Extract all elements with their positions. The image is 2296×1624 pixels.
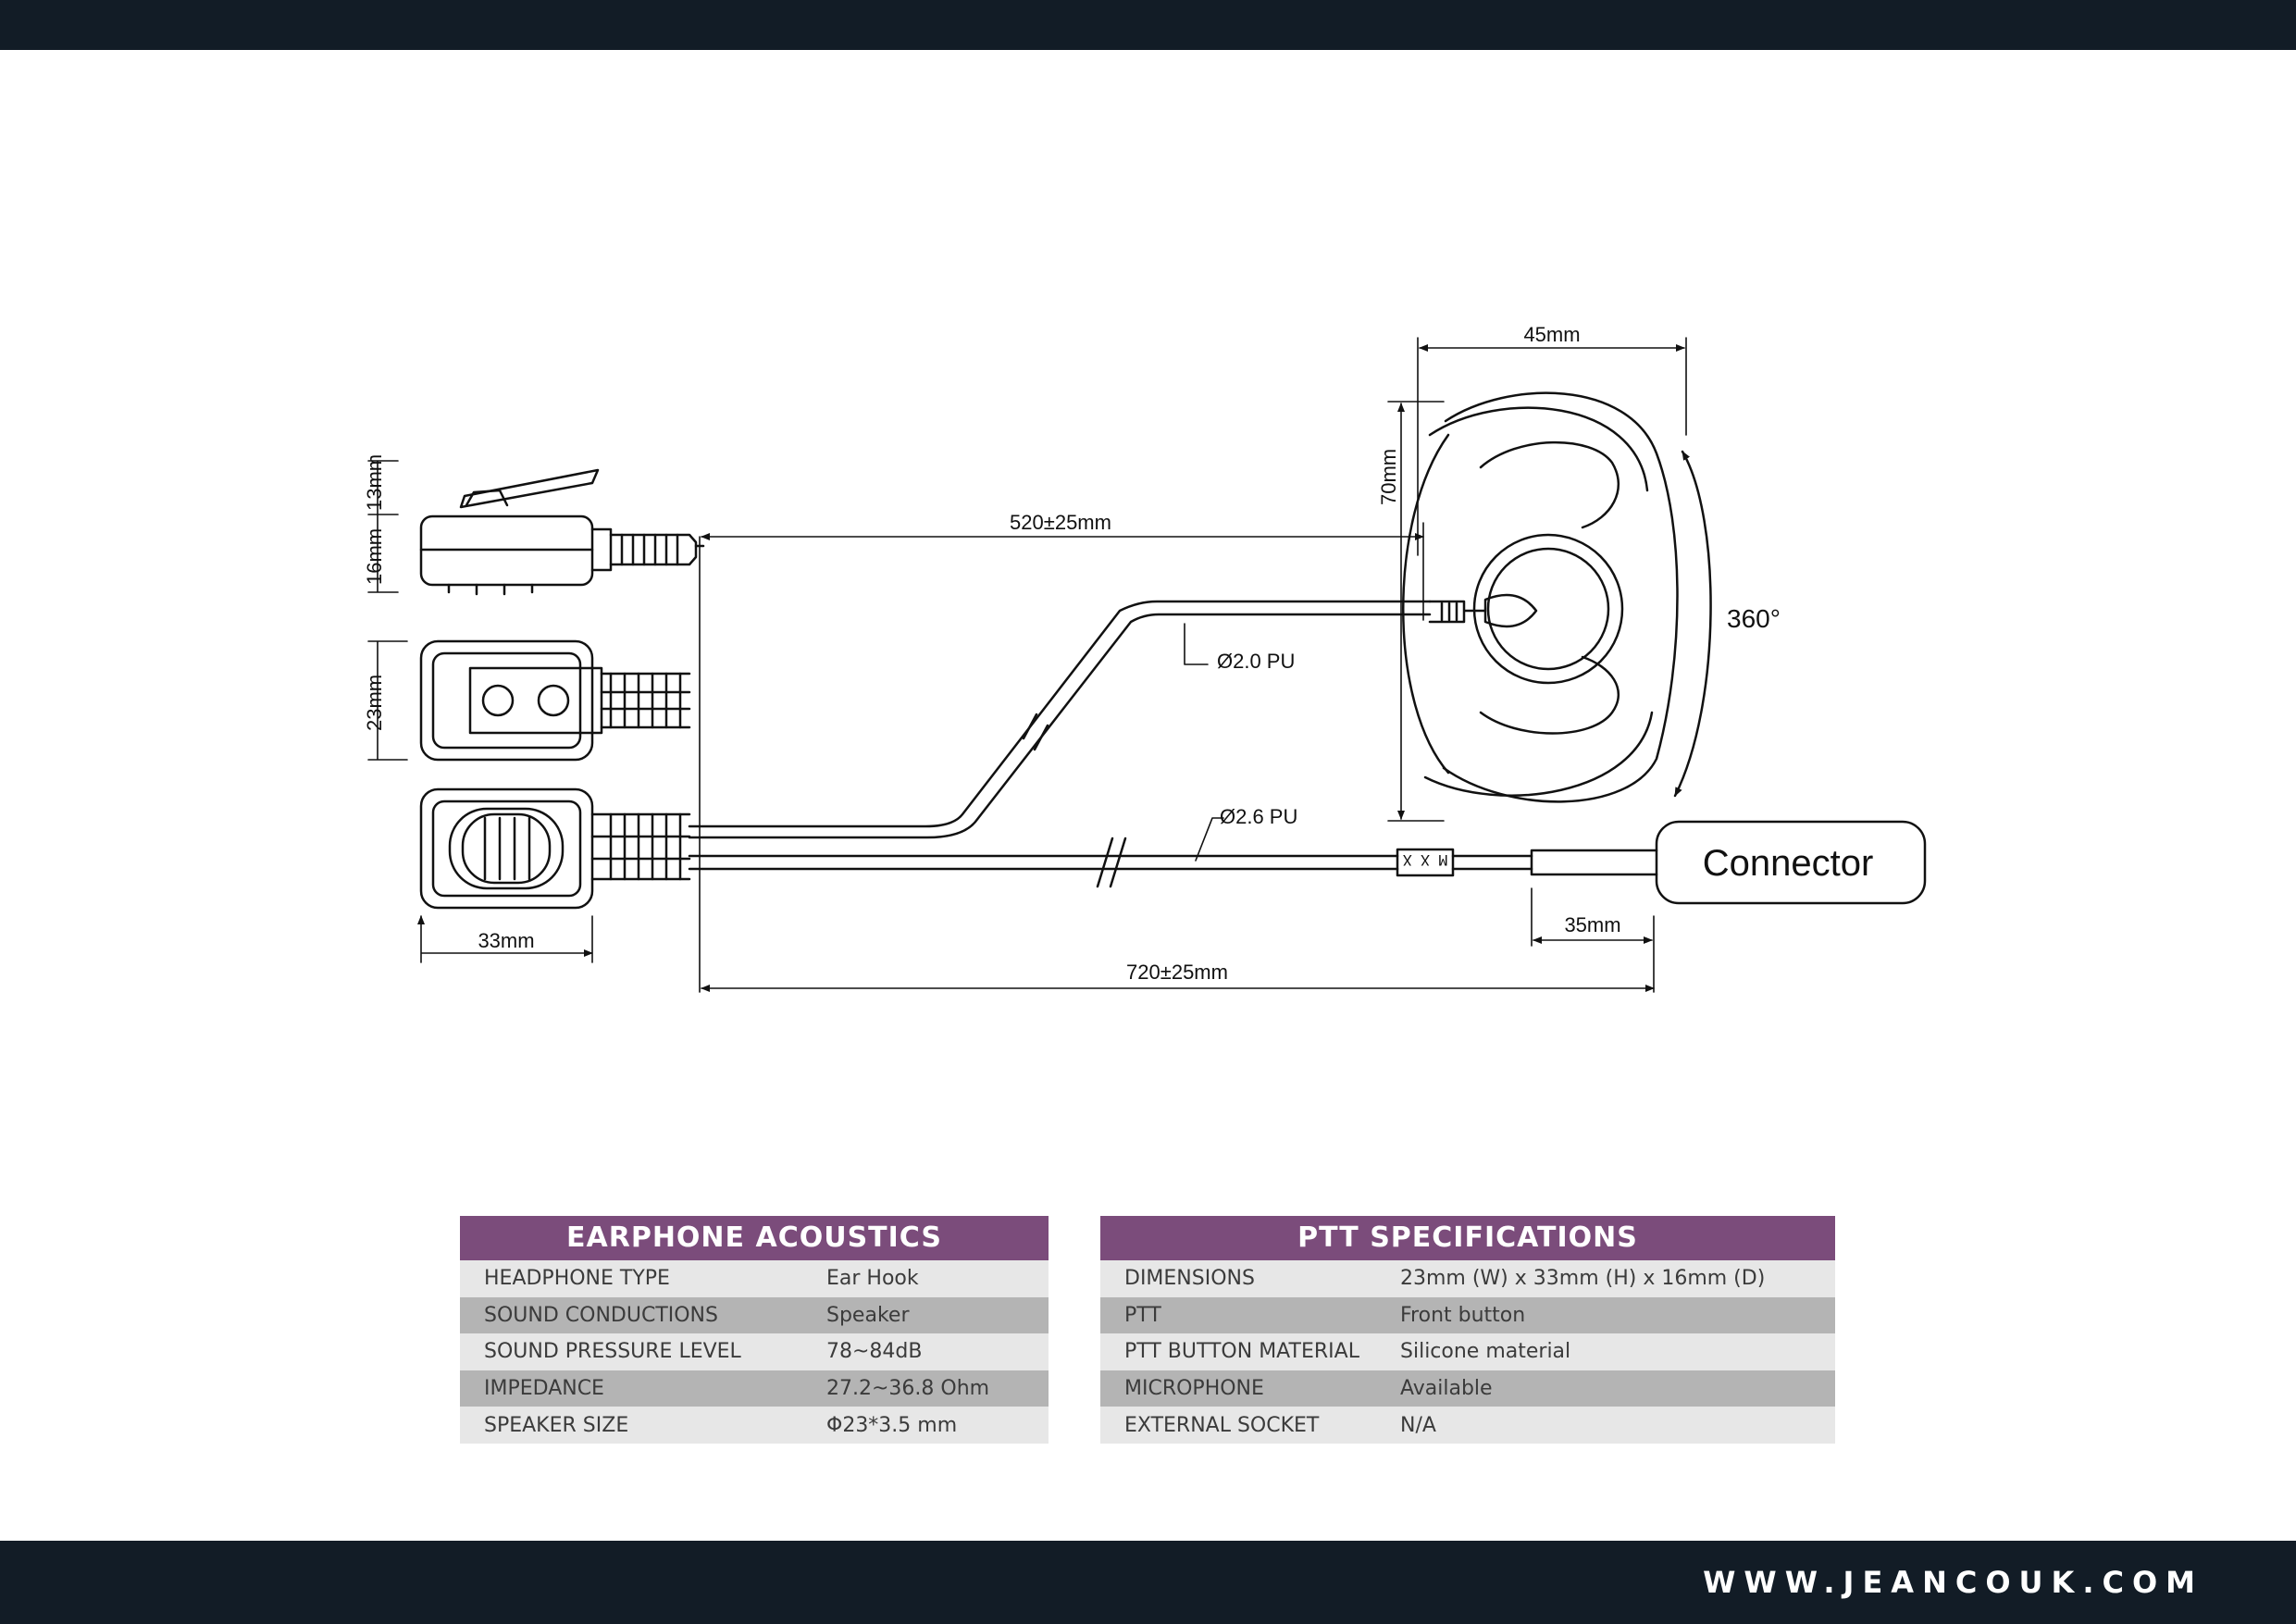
row-label: SPEAKER SIZE [484, 1413, 629, 1437]
row-label: SOUND PRESSURE LEVEL [484, 1340, 741, 1364]
dim-earhook-height: 70mm [1377, 449, 1400, 505]
table-row: EXTERNAL SOCKET N/A [1100, 1407, 1835, 1444]
row-value: Front button [1400, 1303, 1526, 1327]
row-label: PTT BUTTON MATERIAL [1124, 1340, 1359, 1364]
row-value: Speaker [826, 1303, 910, 1327]
dimension-lines [367, 337, 1687, 993]
row-label: HEADPHONE TYPE [484, 1267, 670, 1291]
row-label: IMPEDANCE [484, 1377, 604, 1401]
table-row: HEADPHONE TYPE Ear Hook [460, 1260, 1049, 1297]
ptt-side-view [419, 468, 705, 596]
cables [688, 600, 1927, 905]
dim-earhook-width: 45mm [1523, 323, 1580, 346]
table-row: SOUND CONDUCTIONS Speaker [460, 1296, 1049, 1334]
ptt-front-view [419, 787, 691, 910]
row-value: Ear Hook [826, 1267, 919, 1291]
dim-total-cable: 720±25mm [1126, 961, 1228, 984]
row-label: SOUND CONDUCTIONS [484, 1303, 718, 1327]
table-row: IMPEDANCE 27.2~36.8 Ohm [460, 1370, 1049, 1407]
footer-bar: WWW.JEANCOUK.COM [0, 1541, 2296, 1624]
table-row: PTT BUTTON MATERIAL Silicone material [1100, 1333, 1835, 1370]
row-value: Silicone material [1400, 1340, 1571, 1364]
ptt-specifications-table: PTT SPECIFICATIONS DIMENSIONS 23mm (W) x… [1100, 1216, 1835, 1444]
table-row: SOUND PRESSURE LEVEL 78~84dB [460, 1333, 1049, 1370]
earhook [1402, 391, 1712, 803]
dim-clip-height: 13mm [363, 454, 386, 511]
row-value: 23mm (W) x 33mm (H) x 16mm (D) [1400, 1267, 1766, 1291]
table-title: EARPHONE ACOUSTICS [460, 1216, 1049, 1260]
table-row: MICROPHONE Available [1100, 1370, 1835, 1407]
row-value: 27.2~36.8 Ohm [826, 1377, 990, 1401]
label-rotation: 360° [1727, 604, 1781, 633]
dim-connector-length: 35mm [1564, 913, 1620, 936]
ptt-top-view [419, 639, 691, 762]
table-row: PTT Front button [1100, 1296, 1835, 1334]
table-title: PTT SPECIFICATIONS [1100, 1216, 1835, 1260]
label-connector: Connector [1703, 843, 1874, 884]
row-value: 78~84dB [826, 1340, 923, 1364]
earphone-acoustics-table: EARPHONE ACOUSTICS HEADPHONE TYPE Ear Ho… [460, 1216, 1049, 1444]
label-model-marker: M X X [1403, 851, 1448, 869]
row-label: EXTERNAL SOCKET [1124, 1413, 1320, 1437]
dim-ptt-height: 33mm [478, 929, 534, 952]
row-value: Available [1400, 1377, 1493, 1401]
top-bar [0, 0, 2296, 50]
table-row: DIMENSIONS 23mm (W) x 33mm (H) x 16mm (D… [1100, 1260, 1835, 1297]
table-row: SPEAKER SIZE Φ23*3.5 mm [460, 1407, 1049, 1444]
dim-upper-cable: 520±25mm [1010, 511, 1111, 534]
label-upper-cable: Ø2.0 PU [1217, 650, 1295, 673]
website-link[interactable]: WWW.JEANCOUK.COM [1703, 1565, 2203, 1600]
row-label: PTT [1124, 1303, 1161, 1327]
label-lower-cable: Ø2.6 PU [1220, 805, 1297, 828]
row-value: N/A [1400, 1413, 1436, 1437]
dim-ptt-depth: 16mm [363, 528, 386, 585]
row-label: MICROPHONE [1124, 1377, 1264, 1401]
row-value: Φ23*3.5 mm [826, 1413, 958, 1437]
row-label: DIMENSIONS [1124, 1267, 1255, 1291]
dim-ptt-width: 23mm [363, 675, 386, 731]
